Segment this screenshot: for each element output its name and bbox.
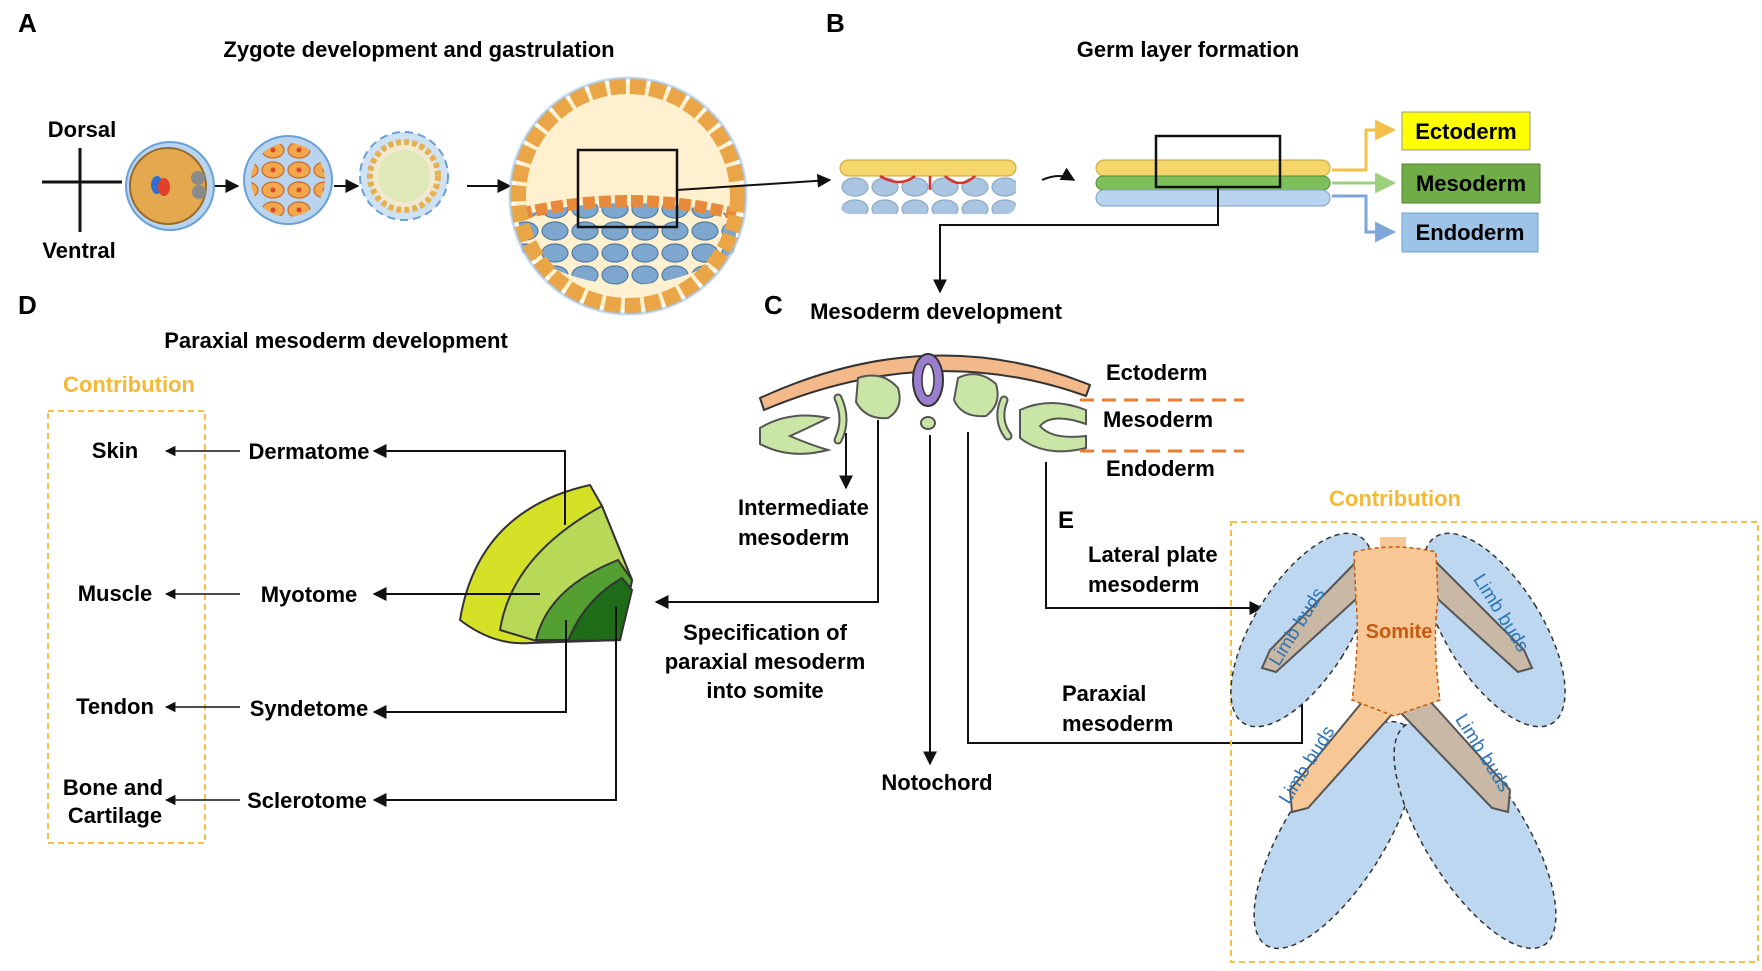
panel-d-contribution-box [47,410,206,844]
compartment-sclerotome: Sclerotome [247,788,367,813]
lateral-plate-label-1: Lateral plate [1088,542,1218,567]
tissue-skin: Skin [92,438,138,463]
panel-b-letter: B [826,8,845,38]
intermediate-mesoderm-label-1: Intermediate [738,495,869,520]
paraxial-mesoderm-label-2: mesoderm [1062,711,1173,736]
arrow-ingression-to-trilaminar [1041,167,1076,181]
paraxial-mesoderm-label-1: Paraxial [1062,681,1146,706]
zygote-illustration [125,141,215,231]
dorsal-ventral-axis [42,148,122,232]
arrow-gastrula-to-layers [676,173,832,191]
panel-c-title: Mesoderm development [810,299,1063,324]
endoderm-box-label: Endoderm [1416,220,1525,245]
arrow-to-syndetome [372,620,567,719]
panel-e-letter: E [1058,507,1074,534]
gastrula-zoom-box [576,148,679,229]
epiblast-ingression-illustration [839,159,1017,214]
axis-ventral-label: Ventral [42,238,115,263]
specification-label-2: paraxial mesoderm [665,649,866,674]
panel-d-letter: D [18,290,37,320]
panel-e-contribution-heading: Contribution [1329,486,1461,511]
compartment-myotome: Myotome [261,582,358,607]
specification-label-3: into somite [706,678,823,703]
compartment-dermatome: Dermatome [248,439,369,464]
panel-b-title: Germ layer formation [1077,37,1300,62]
body-plan-illustration [1230,532,1566,950]
intermediate-mesoderm-label-2: mesoderm [738,525,849,550]
panel-c-letter: C [764,290,783,320]
axis-dorsal-label: Dorsal [48,117,116,142]
arrow-ectoderm [1332,119,1397,172]
arrow-to-dermatome [372,444,566,525]
somite-compartments-illustration [458,483,634,645]
tissue-muscle: Muscle [78,581,153,606]
tissue-bone-line-1: Bone and [63,775,163,800]
panel-e-contribution-box [1230,521,1759,963]
lateral-plate-label-2: mesoderm [1088,572,1199,597]
notochord-label: Notochord [881,770,992,795]
trilaminar-disc-illustration [1095,134,1331,207]
gastrula-illustration [508,76,748,316]
blastula-illustration [359,131,449,221]
ectoderm-box [1401,111,1531,151]
panel-a-letter: A [18,8,37,38]
layer-endoderm-label: Endoderm [1106,456,1215,481]
tissue-tendon: Tendon [76,694,154,719]
ectoderm-box-label: Ectoderm [1415,119,1516,144]
specification-label-1: Specification of [683,620,847,645]
embryo-cross-section [758,353,1092,455]
tissue-bone-line-2: Cartilage [68,803,162,828]
arrow-endoderm [1332,194,1397,243]
arrow-to-paraxial-specification [654,420,879,609]
layer-mesoderm-label: Mesoderm [1103,407,1213,432]
compartment-syndetome: Syndetome [250,696,369,721]
mesoderm-box [1401,163,1541,204]
layer-ectoderm-label: Ectoderm [1106,360,1207,385]
mesoderm-box-label: Mesoderm [1416,171,1526,196]
somite-label: Somite [1366,621,1433,643]
panel-d-title: Paraxial mesoderm development [164,328,508,353]
morula-illustration [243,135,333,225]
endoderm-box [1401,212,1539,253]
panel-d-contribution-heading: Contribution [63,372,195,397]
arrow-to-sclerotome [372,606,617,807]
arrow-lateral-plate-to-limb-buds [1045,462,1264,615]
panel-a-title: Zygote development and gastrulation [223,37,614,62]
arrow-germ-layers-to-mesoderm-development [933,187,1219,294]
